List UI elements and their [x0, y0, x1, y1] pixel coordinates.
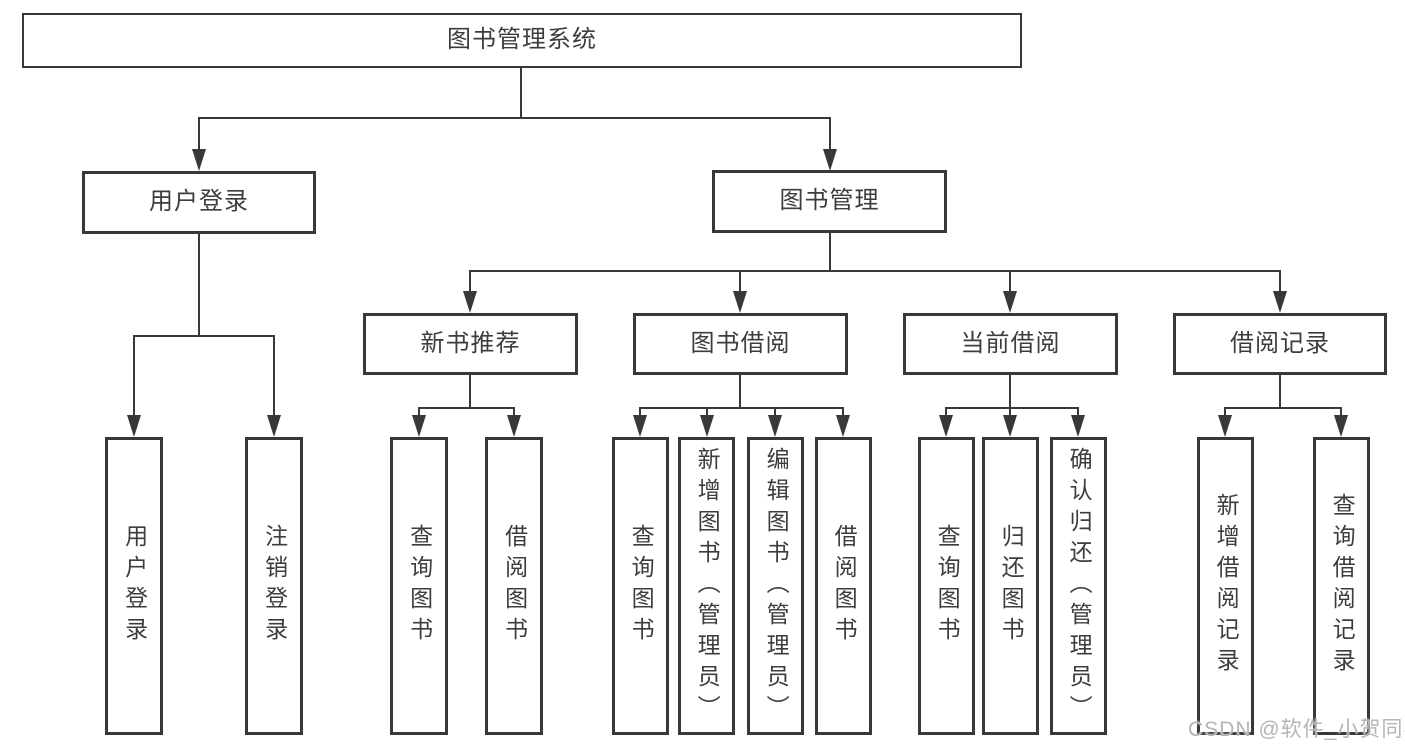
leaf-bb-query-book: 查询图书	[612, 437, 669, 735]
connector-vline	[198, 117, 200, 149]
arrow-down-icon	[700, 415, 714, 437]
leaf-nbr-borrow-book: 借阅图书	[485, 437, 543, 735]
leaf-cb-return-book-label: 归还图书	[998, 524, 1025, 648]
arrow-down-icon	[1218, 415, 1232, 437]
connector-vline	[1279, 270, 1281, 291]
connector-vline	[774, 407, 776, 416]
leaf-cb-query-book-label: 查询图书	[934, 524, 961, 648]
connector-vline	[945, 407, 947, 416]
leaf-nbr-query-book: 查询图书	[390, 437, 448, 735]
node-user-login-label: 用户登录	[149, 188, 249, 216]
arrow-down-icon	[412, 415, 426, 437]
arrow-down-icon	[127, 415, 141, 437]
connector-vline	[1224, 407, 1226, 416]
arrow-down-icon	[1071, 415, 1085, 437]
leaf-bb-edit-book-admin: 编辑图书（管理员）	[747, 437, 804, 735]
arrow-down-icon	[823, 149, 837, 171]
connector-vline	[829, 233, 831, 270]
leaf-logout: 注销登录	[245, 437, 303, 735]
leaf-bb-add-book-admin-label: 新增图书（管理员）	[694, 446, 721, 726]
leaf-br-add-record: 新增借阅记录	[1197, 437, 1254, 735]
connector-vline	[1279, 375, 1281, 407]
node-root-label: 图书管理系统	[447, 26, 597, 54]
leaf-bb-borrow-book-label: 借阅图书	[831, 524, 858, 648]
node-book-borrow: 图书借阅	[633, 313, 848, 375]
leaf-user-login: 用户登录	[105, 437, 163, 735]
leaf-bb-query-book-label: 查询图书	[628, 524, 655, 648]
connector-hline	[133, 335, 275, 337]
leaf-br-query-record: 查询借阅记录	[1313, 437, 1370, 735]
arrow-down-icon	[507, 415, 521, 437]
connector-vline	[273, 335, 275, 415]
node-borrow-records-label: 借阅记录	[1230, 329, 1330, 357]
arrow-down-icon	[768, 415, 782, 437]
arrow-down-icon	[267, 415, 281, 437]
leaf-nbr-borrow-book-label: 借阅图书	[501, 524, 528, 648]
connector-vline	[469, 270, 471, 291]
arrow-down-icon	[192, 149, 206, 171]
leaf-user-login-label: 用户登录	[121, 524, 148, 648]
leaf-cb-confirm-return-admin-label: 确认归还（管理员）	[1066, 446, 1093, 726]
arrow-down-icon	[836, 415, 850, 437]
connector-vline	[1009, 407, 1011, 416]
connector-vline	[639, 407, 641, 416]
connector-vline	[706, 407, 708, 416]
leaf-bb-edit-book-admin-label: 编辑图书（管理员）	[763, 446, 790, 726]
node-book-management-label: 图书管理	[779, 187, 880, 215]
node-new-book-recommend-label: 新书推荐	[420, 329, 521, 357]
leaf-bb-borrow-book: 借阅图书	[815, 437, 872, 735]
node-new-book-recommend: 新书推荐	[363, 313, 578, 375]
leaf-cb-return-book: 归还图书	[982, 437, 1039, 735]
connector-vline	[829, 117, 831, 149]
connector-vline	[1009, 270, 1011, 291]
connector-vline	[513, 407, 515, 416]
leaf-bb-add-book-admin: 新增图书（管理员）	[678, 437, 735, 735]
arrow-down-icon	[633, 415, 647, 437]
arrow-down-icon	[1334, 415, 1348, 437]
connector-hline	[639, 407, 844, 409]
node-book-management: 图书管理	[712, 170, 947, 233]
leaf-cb-confirm-return-admin: 确认归还（管理员）	[1050, 437, 1107, 735]
leaf-logout-label: 注销登录	[261, 524, 288, 648]
node-root: 图书管理系统	[22, 13, 1022, 68]
connector-vline	[842, 407, 844, 416]
connector-vline	[1077, 407, 1079, 416]
leaf-br-add-record-label: 新增借阅记录	[1213, 493, 1240, 679]
arrow-down-icon	[463, 291, 477, 313]
connector-vline	[739, 270, 741, 291]
node-current-borrow: 当前借阅	[903, 313, 1118, 375]
node-borrow-records: 借阅记录	[1173, 313, 1387, 375]
connector-vline	[133, 335, 135, 415]
connector-vline	[198, 234, 200, 335]
connector-vline	[469, 375, 471, 407]
arrow-down-icon	[1003, 415, 1017, 437]
node-current-borrow-label: 当前借阅	[960, 329, 1061, 357]
connector-vline	[739, 375, 741, 407]
watermark: CSDN @软件_小贺同学	[1188, 718, 1405, 741]
leaf-cb-query-book: 查询图书	[918, 437, 975, 735]
connector-hline	[469, 270, 1281, 272]
connector-vline	[1340, 407, 1342, 416]
connector-hline	[1224, 407, 1342, 409]
arrow-down-icon	[733, 291, 747, 313]
node-user-login: 用户登录	[82, 171, 316, 234]
connector-hline	[945, 407, 1079, 409]
leaf-br-query-record-label: 查询借阅记录	[1329, 493, 1356, 679]
arrow-down-icon	[1273, 291, 1287, 313]
arrow-down-icon	[939, 415, 953, 437]
leaf-nbr-query-book-label: 查询图书	[406, 524, 433, 648]
connector-hline	[198, 117, 831, 119]
connector-vline	[418, 407, 420, 416]
node-book-borrow-label: 图书借阅	[690, 329, 791, 357]
connector-hline	[418, 407, 515, 409]
connector-vline	[1009, 375, 1011, 407]
arrow-down-icon	[1003, 291, 1017, 313]
connector-vline	[520, 68, 522, 117]
